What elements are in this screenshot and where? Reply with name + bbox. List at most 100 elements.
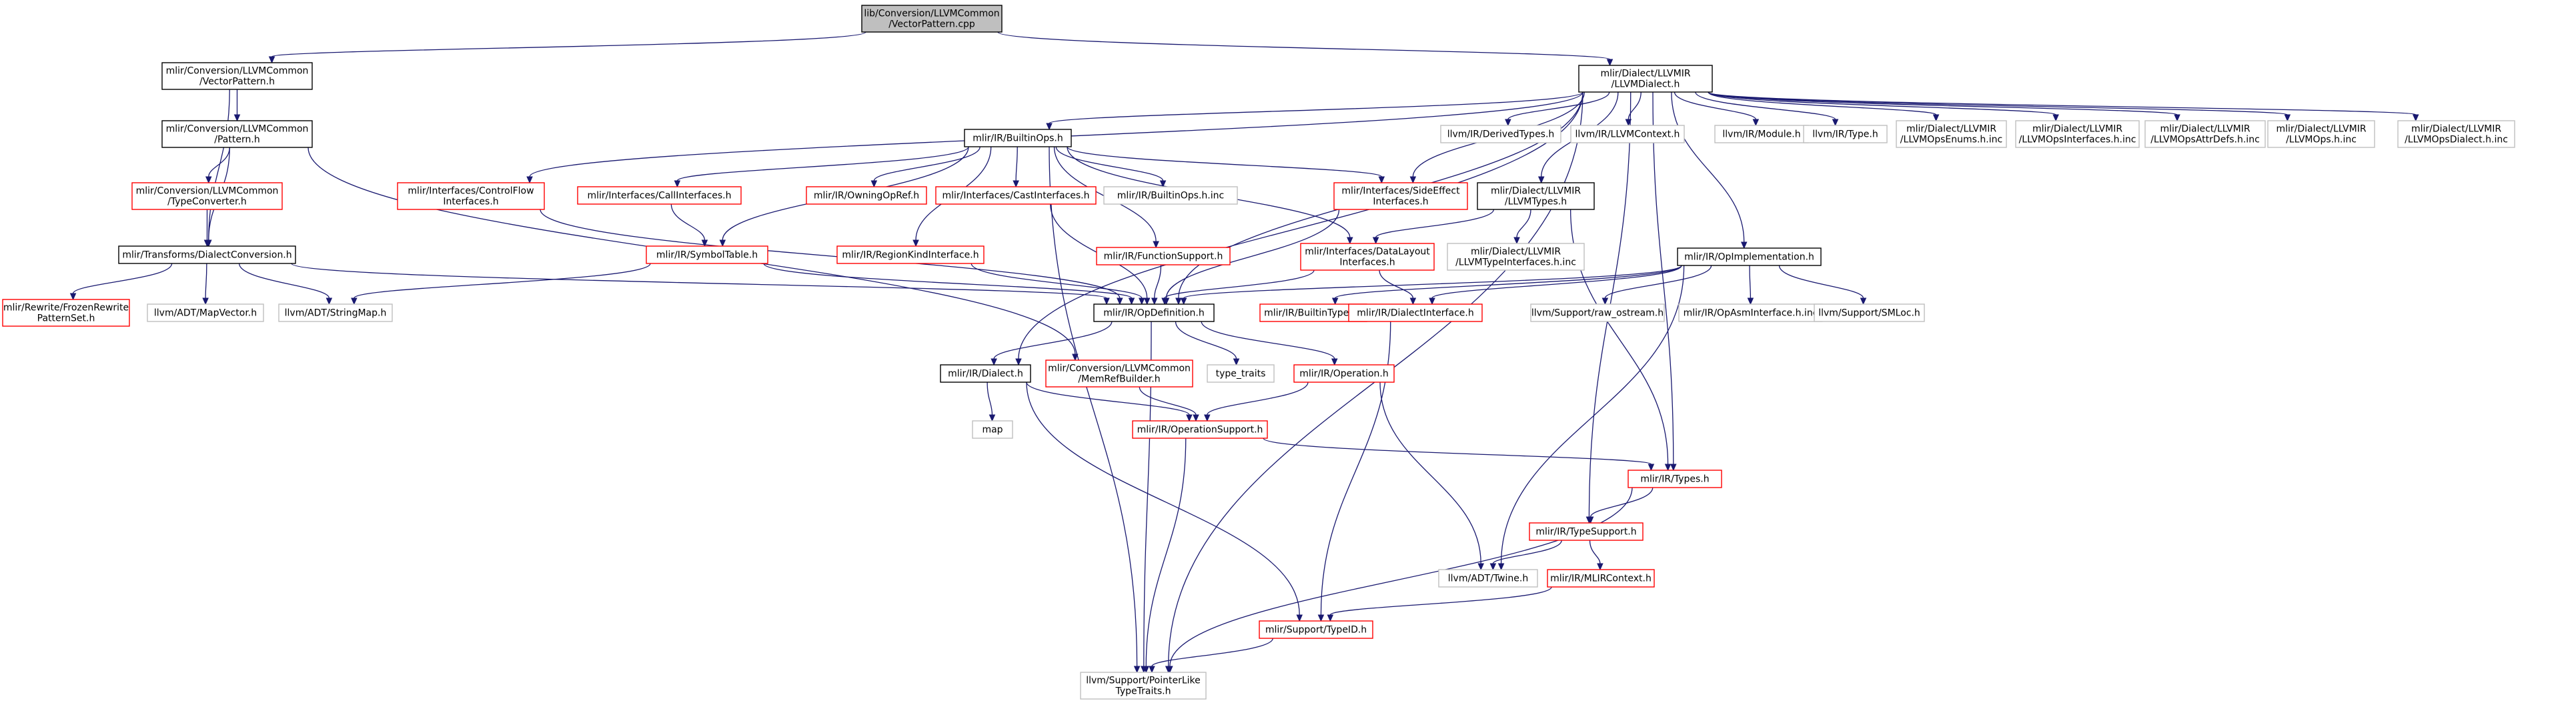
node-label: llvm/IR/LLVMContext.h [1575,129,1680,140]
node-label: PatternSet.h [37,313,95,324]
edge-line [1067,146,1382,177]
node-label: llvm/ADT/MapVector.h [154,308,257,319]
edge-builtinops-to-sideeff [1067,146,1385,184]
edge-line [238,263,330,299]
node-label: mlir/Dialect/LLVMIR [1600,69,1690,79]
node-label: mlir/Conversion/LLVMCommon [136,186,279,197]
node-twine: llvm/ADT/Twine.h [1438,569,1538,588]
edge-builtinops-to-callif [674,146,969,188]
node-rawos: llvm/Support/raw_ostream.h [1530,303,1665,322]
edge-line [271,31,866,57]
node-box [1714,125,1809,143]
edge-line [1492,540,1562,564]
edge-arrowhead [1138,297,1145,305]
node-box [1578,65,1713,93]
node-callif[interactable]: mlir/Interfaces/CallInterfaces.h [577,186,742,205]
node-label: /LLVMTypeInterfaces.h.inc [1455,257,1576,268]
edge-opdef-to-dialect [991,321,1113,366]
edge-line [1201,321,1335,360]
edge-llvmd-to-module [1674,91,1760,127]
node-opdef[interactable]: mlir/IR/OpDefinition.h [1093,303,1215,322]
edge-line [987,382,993,416]
edge-arrowhead [1505,119,1511,127]
node-regionkind[interactable]: mlir/IR/RegionKindInterface.h [836,245,985,264]
edge-arrowhead [1477,563,1484,571]
node-typesup[interactable]: mlir/IR/TypeSupport.h [1529,522,1644,541]
node-dconv[interactable]: mlir/Transforms/DialectConversion.h [118,245,296,264]
node-funcsup[interactable]: mlir/IR/FunctionSupport.h [1096,247,1231,265]
edge-arrowhead [1327,614,1334,622]
node-label: /LLVMOpsAttrDefs.h.inc [2150,135,2260,145]
node-typeid[interactable]: mlir/Support/TypeID.h [1259,620,1373,639]
edge-builtinops-to-owning [870,146,981,188]
node-box [161,120,313,148]
node-operation[interactable]: mlir/IR/Operation.h [1293,364,1395,383]
edge-arrowhead [1153,241,1159,249]
edge-arrowhead [989,414,996,422]
node-types[interactable]: mlir/IR/Types.h [1628,470,1722,488]
node-label: llvm/Support/PointerLike [1086,676,1201,686]
edge-line [1674,91,1756,120]
edge-line [1708,91,2178,115]
edge-line [354,263,651,299]
node-pat[interactable]: mlir/Conversion/LLVMCommon/Pattern.h [161,120,313,148]
edge-arrowhead [233,114,241,122]
node-memref[interactable]: mlir/Conversion/LLVMCommon/MemRefBuilder… [1045,360,1193,388]
edge-llvmd-to-lltype [1695,91,1839,127]
node-root[interactable]: lib/Conversion/LLVMCommon/VectorPattern.… [861,5,1003,33]
edge-arrowhead [1013,180,1019,188]
node-label: /LLVMOps.h.inc [2286,135,2357,145]
node-tconv[interactable]: mlir/Conversion/LLVMCommon/TypeConverter… [131,182,283,210]
edge-pat-to-tconv [205,147,230,184]
node-builtinops[interactable]: mlir/IR/BuiltinOps.h [964,129,1072,147]
edge-operation-to-twine [1379,382,1484,571]
node-box [2015,120,2140,148]
node-opasm: mlir/IR/OpAsmInterface.h.inc [1678,303,1823,322]
edge-arrowhead [1747,297,1754,305]
edge-line [1589,540,1601,564]
edge-arrowhead [69,293,77,301]
edge-opimpl-to-opasm [1747,265,1754,305]
edge-arrowhead [1046,123,1053,131]
node-llvmtypes[interactable]: mlir/Dialect/LLVMIR/LLVMTypes.h [1477,182,1595,210]
node-dialect[interactable]: mlir/IR/Dialect.h [940,364,1031,383]
edge-arrowhead [1143,666,1150,674]
node-label: mlir/IR/MLIRContext.h [1550,574,1652,584]
node-mlirctx[interactable]: mlir/IR/MLIRContext.h [1547,569,1655,588]
edge-builtinops-to-builtinopsinc [1055,146,1167,188]
edge-line [1026,382,1190,416]
edge-arrowhead [1159,180,1167,188]
node-label: mlir/Dialect/LLVMIR [2276,124,2366,135]
edge-arrowhead [1149,666,1155,674]
edge-mlirctx-to-typeid [1327,586,1552,622]
edge-arrowhead [1331,297,1339,305]
node-box [278,303,393,322]
edge-line [1431,265,1682,299]
edge-line [1652,91,1674,465]
node-box [935,186,1097,205]
node-label: mlir/IR/OpImplementation.h [1684,252,1814,263]
node-dialectif[interactable]: mlir/IR/DialectInterface.h [1348,303,1483,322]
node-label: type_traits [1216,369,1266,380]
edge-opimpl-to-dialectif [1429,265,1682,305]
node-owning[interactable]: mlir/IR/OwningOpRef.h [806,186,927,205]
node-label: mlir/Interfaces/SideEffect [1341,186,1460,197]
node-label: mlir/Dialect/LLVMIR [1471,247,1561,257]
node-castif[interactable]: mlir/Interfaces/CastInterfaces.h [935,186,1097,205]
node-llvmd[interactable]: mlir/Dialect/LLVMIR/LLVMDialect.h [1578,65,1713,93]
node-opimpl[interactable]: mlir/IR/OpImplementation.h [1677,247,1822,266]
node-layer: lib/Conversion/LLVMCommon/VectorPattern.… [2,5,2515,700]
edge-memref-to-opsupport [1139,386,1199,422]
node-symtab[interactable]: mlir/IR/SymbolTable.h [646,245,768,264]
node-opsupport[interactable]: mlir/IR/OperationSupport.h [1132,420,1268,439]
node-vpat[interactable]: mlir/Conversion/LLVMCommon/VectorPattern… [161,62,313,90]
edge-opdef-to-operation [1201,321,1338,366]
edge-arrowhead [1409,297,1417,305]
edge-arrowhead [719,239,726,247]
